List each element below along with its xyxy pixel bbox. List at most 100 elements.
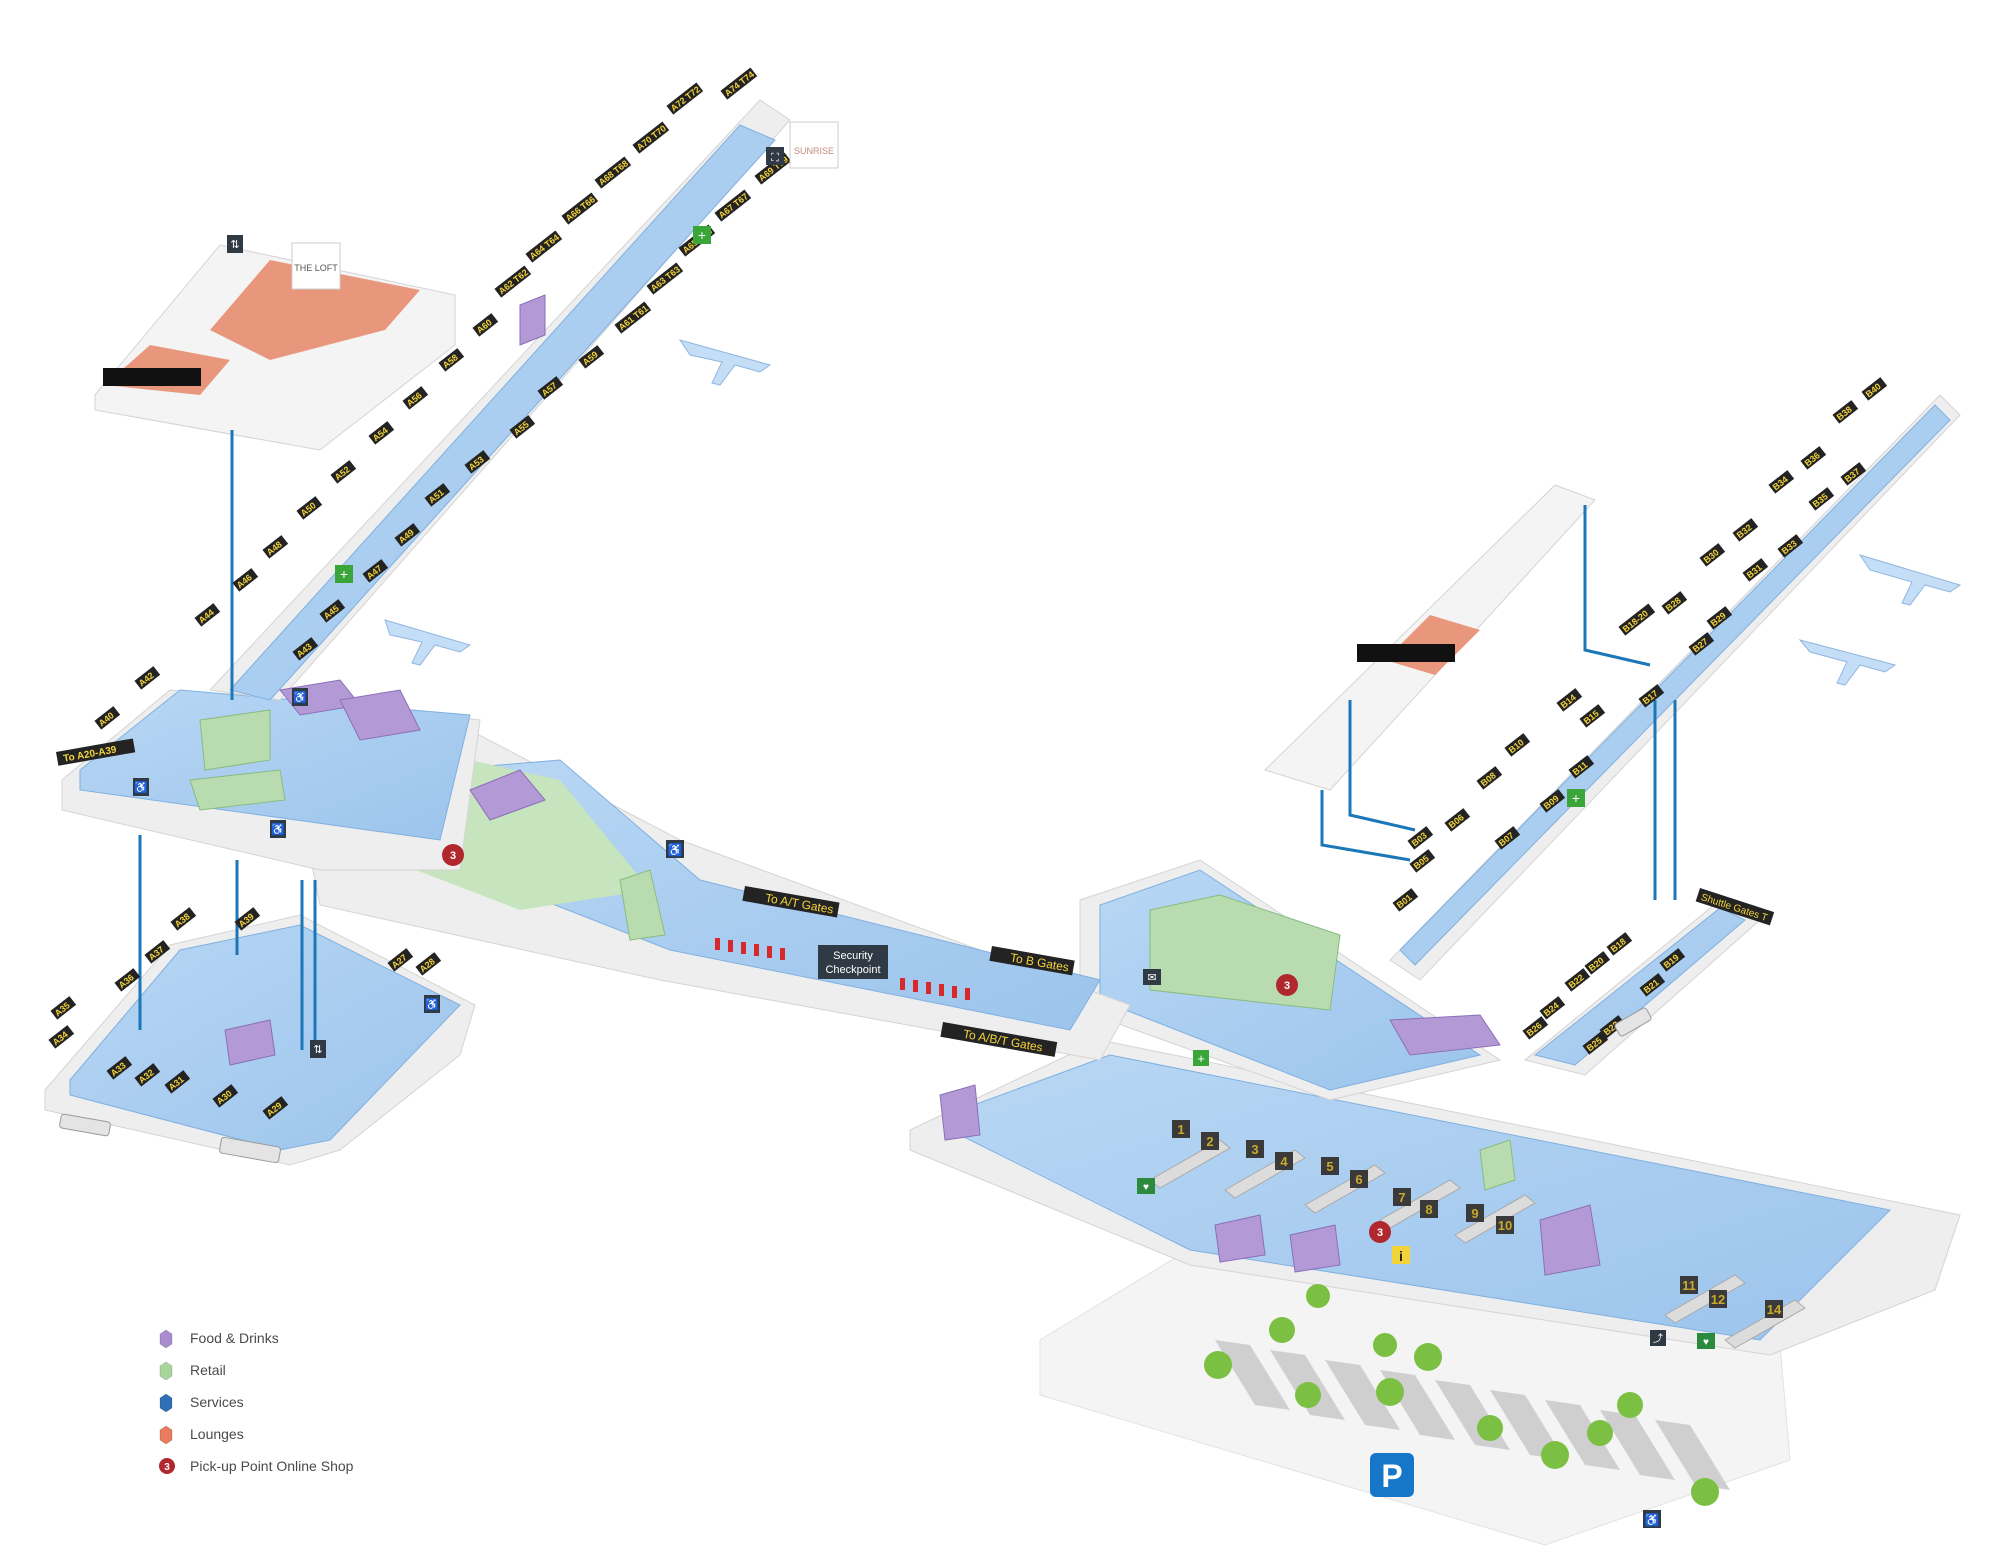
- gate-label-b20[interactable]: B20: [1584, 951, 1611, 975]
- gate-label-a72-t72[interactable]: A72 T72: [666, 82, 704, 115]
- bus-icon: [219, 1136, 281, 1164]
- checkin-counter-9[interactable]: 9: [1466, 1204, 1484, 1222]
- security-label-line2: Checkpoint: [825, 964, 880, 976]
- pickup-point-icon: 3: [158, 1456, 175, 1476]
- checkin-counter-number: 1: [1177, 1122, 1184, 1137]
- pickup-point-icon[interactable]: 3: [1276, 974, 1298, 996]
- checkin-counter-11[interactable]: 11: [1680, 1276, 1698, 1294]
- checkin-counter-14[interactable]: 14: [1765, 1300, 1783, 1318]
- gate-label-a66-t66[interactable]: A66 T66: [561, 192, 599, 225]
- escalator-icon[interactable]: ⤴: [1650, 1330, 1666, 1346]
- gate-label-a68-t68[interactable]: A68 T68: [594, 156, 632, 189]
- gate-label-a40[interactable]: A40: [94, 706, 121, 730]
- pickup-point-icon[interactable]: 3: [442, 844, 464, 866]
- gate-label-b06[interactable]: B06: [1444, 808, 1471, 832]
- gate-label-a56[interactable]: A56: [402, 386, 429, 410]
- pickup-point-icon[interactable]: 3: [1369, 1221, 1391, 1243]
- first-aid-icon[interactable]: +: [1567, 789, 1585, 807]
- checkin-counter-5[interactable]: 5: [1321, 1157, 1339, 1175]
- mail-icon[interactable]: ✉: [1143, 969, 1161, 985]
- legend-swatch-icon: [158, 1360, 174, 1380]
- the-loft-label: THE LOFT: [294, 263, 338, 273]
- gate-label-b32[interactable]: B32: [1732, 518, 1759, 542]
- aed-icon[interactable]: ♥: [1137, 1178, 1155, 1194]
- gate-label-a60[interactable]: A60: [472, 313, 499, 337]
- gate-label-a54[interactable]: A54: [368, 421, 395, 445]
- checkin-counter-10[interactable]: 10: [1496, 1216, 1514, 1234]
- gate-label-b22[interactable]: B22: [1564, 968, 1591, 992]
- gate-label-b08[interactable]: B08: [1476, 766, 1503, 790]
- gate-label-a64-t64[interactable]: A64 T64: [525, 230, 563, 263]
- gate-label-a50[interactable]: A50: [296, 496, 323, 520]
- gate-label-a48[interactable]: A48: [262, 535, 289, 559]
- gate-label-a46[interactable]: A46: [232, 568, 259, 592]
- sunrise-label: SUNRISE: [794, 146, 834, 156]
- gate-label-b24[interactable]: B24: [1539, 996, 1566, 1020]
- elevator-icon[interactable]: ⇅: [227, 235, 243, 253]
- gate-label-text: A62 T62: [497, 267, 530, 296]
- restroom-icon[interactable]: ♿: [424, 995, 440, 1013]
- gate-label-b10[interactable]: B10: [1504, 733, 1531, 757]
- svg-text:♿: ♿: [134, 781, 148, 794]
- security-lanes: [715, 938, 970, 1000]
- checkin-counter-1[interactable]: 1: [1172, 1120, 1190, 1138]
- gate-label-a74-t74[interactable]: A74 T74: [720, 67, 758, 100]
- restroom-icon[interactable]: ♿: [292, 688, 308, 706]
- gate-label-b18[interactable]: B18: [1606, 932, 1633, 956]
- gate-label-b38[interactable]: B38: [1832, 400, 1859, 424]
- gate-label-b14[interactable]: B14: [1556, 688, 1583, 712]
- wheelchair-icon[interactable]: ♿: [1643, 1510, 1661, 1528]
- gate-label-b15[interactable]: B15: [1579, 704, 1606, 728]
- checkin-counter-12[interactable]: 12: [1709, 1290, 1727, 1308]
- security-checkpoint-sign: Security Checkpoint: [818, 945, 888, 979]
- gate-label-b40[interactable]: B40: [1861, 377, 1888, 401]
- wheelchair-icon[interactable]: ♿: [666, 840, 684, 858]
- gate-label-a52[interactable]: A52: [330, 460, 357, 484]
- gate-label-a44[interactable]: A44: [194, 603, 221, 627]
- svg-text:+: +: [698, 227, 706, 243]
- gate-label-b05[interactable]: B05: [1409, 849, 1436, 873]
- gate-label-b26[interactable]: B26: [1522, 1016, 1549, 1040]
- gate-label-b18-20[interactable]: B18-20: [1618, 603, 1656, 636]
- gate-label-b36[interactable]: B36: [1800, 446, 1827, 470]
- checkin-counter-7[interactable]: 7: [1393, 1188, 1411, 1206]
- gate-label-text: A74 T74: [723, 69, 756, 98]
- gate-label-a38[interactable]: A38: [170, 907, 197, 931]
- first-aid-icon[interactable]: +: [693, 226, 711, 244]
- first-aid-icon[interactable]: +: [335, 565, 353, 583]
- elevator-icon[interactable]: ⇅: [310, 1040, 326, 1058]
- gate-label-a28[interactable]: A28: [415, 952, 442, 976]
- gate-label-b30[interactable]: B30: [1699, 543, 1726, 567]
- lounge-seat-icon[interactable]: ⛶: [766, 147, 784, 165]
- checkin-counter-4[interactable]: 4: [1275, 1152, 1293, 1170]
- aed-icon[interactable]: ♥: [1697, 1333, 1715, 1349]
- legend-swatch-icon: [158, 1392, 174, 1412]
- checkin-counter-3[interactable]: 3: [1246, 1140, 1264, 1158]
- gate-label-b28[interactable]: B28: [1661, 591, 1688, 615]
- svg-text:♿: ♿: [668, 843, 683, 857]
- gate-label-b01[interactable]: B01: [1392, 888, 1419, 912]
- bus-icon: [1614, 1007, 1652, 1037]
- gate-label-a34[interactable]: A34: [48, 1025, 75, 1049]
- gate-label-a62-t62[interactable]: A62 T62: [494, 265, 532, 298]
- checkin-counter-number: 5: [1326, 1159, 1333, 1174]
- svg-text:+: +: [1197, 1051, 1205, 1066]
- checkin-counter-2[interactable]: 2: [1201, 1132, 1219, 1150]
- restroom-icon[interactable]: ♿: [270, 820, 286, 838]
- gate-label-a70-t70[interactable]: A70 T70: [632, 121, 670, 154]
- checkin-counter-number: 11: [1682, 1278, 1696, 1293]
- gate-label-a35[interactable]: A35: [50, 996, 77, 1020]
- parking-sign[interactable]: P: [1370, 1453, 1414, 1497]
- restroom-icon[interactable]: ♿: [133, 778, 149, 796]
- checkin-counter-6[interactable]: 6: [1350, 1170, 1368, 1188]
- svg-text:✉: ✉: [1147, 972, 1156, 984]
- gate-label-a42[interactable]: A42: [134, 666, 161, 690]
- checkin-counter-8[interactable]: 8: [1420, 1200, 1438, 1218]
- gate-label-b34[interactable]: B34: [1768, 470, 1795, 494]
- info-icon[interactable]: i: [1392, 1246, 1410, 1264]
- first-aid-icon[interactable]: +: [1193, 1050, 1209, 1066]
- security-label-line1: Security: [833, 950, 873, 962]
